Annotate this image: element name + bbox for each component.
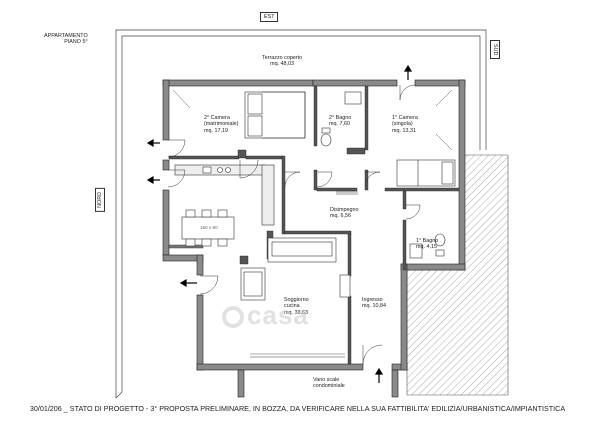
- bath1-name: 1° Bagno: [416, 238, 439, 244]
- footer-caption: 30/01/206 _ STATO DI PROGETTO - 3° PROPO…: [29, 404, 566, 413]
- bath1-area: mq. 4,15: [416, 244, 437, 251]
- exterior-walls: [162, 79, 466, 398]
- entrance-area: mq. 10,84: [362, 303, 386, 310]
- terrace-area: mq. 48,03: [270, 61, 295, 68]
- hallway-name: Disimpegno: [330, 207, 359, 213]
- bedroom1-name: 1° Camera: [392, 115, 418, 121]
- room-living: Soggiorno cucina mq. 38,63: [284, 297, 309, 316]
- sofa: [240, 237, 351, 301]
- wardrobe-marks: [172, 89, 453, 151]
- apartment-line1: APPARTAMENTO: [44, 33, 88, 39]
- watermark-text: casa: [247, 300, 309, 330]
- bath2-name: 2° Bagno: [329, 115, 352, 121]
- stairs-type: condominiale: [313, 383, 345, 390]
- bedroom1-area: mq. 13,31: [392, 127, 416, 134]
- entry-arrows: [146, 64, 413, 383]
- living-type: cucina: [284, 303, 300, 310]
- compass-east: EST: [260, 12, 279, 22]
- sliding-door: [336, 191, 358, 195]
- entrance-name: Ingresso: [362, 297, 383, 303]
- room-stairs: Vano scale condominiale: [313, 377, 345, 390]
- room-hallway: Disimpegno mq. 6,56: [330, 207, 358, 220]
- terrace-boundary: [115, 29, 487, 399]
- bedroom2-name: 2° Camera: [204, 115, 230, 121]
- living-area: mq. 38,63: [284, 309, 308, 316]
- room-bedroom1: 1° Camera (singola) mq. 13,31: [392, 115, 418, 134]
- terrace-name: Terrazzo coperto: [262, 55, 303, 61]
- apartment-label: APPARTAMENTO PIANO 5°: [44, 33, 88, 46]
- compass-north: NORD: [95, 188, 105, 212]
- watermark-logo-icon: [222, 306, 244, 329]
- double-bed: [244, 91, 306, 139]
- bath2-area: mq. 7,60: [329, 121, 350, 128]
- bedroom2-type: (matrimoniale): [204, 121, 239, 128]
- room-terrace: Terrazzo coperto mq. 48,03: [262, 55, 302, 68]
- watermark: casa: [222, 300, 309, 331]
- table-size-label: 160 x 80: [200, 225, 218, 230]
- doors: [167, 84, 421, 365]
- room-bath1: 1° Bagno mq. 4,15: [416, 238, 438, 251]
- bedroom1-type: (singola): [392, 121, 413, 128]
- compass-south: SUD: [490, 40, 500, 60]
- apartment-line2: PIANO 5°: [64, 39, 88, 46]
- room-bedroom2: 2° Camera (matrimoniale) mq. 17,19: [204, 115, 238, 134]
- bedroom2-area: mq. 17,19: [204, 127, 228, 134]
- dining-table: [181, 209, 235, 247]
- room-entrance: Ingresso mq. 10,84: [362, 297, 386, 310]
- stairs-name: Vano scale: [313, 377, 340, 383]
- room-bath2: 2° Bagno mq. 7,60: [329, 115, 351, 128]
- living-name: Soggiorno: [284, 297, 309, 303]
- hallway-area: mq. 6,56: [330, 213, 351, 220]
- single-bed: [396, 159, 456, 187]
- bathroom-fixtures: [320, 91, 446, 259]
